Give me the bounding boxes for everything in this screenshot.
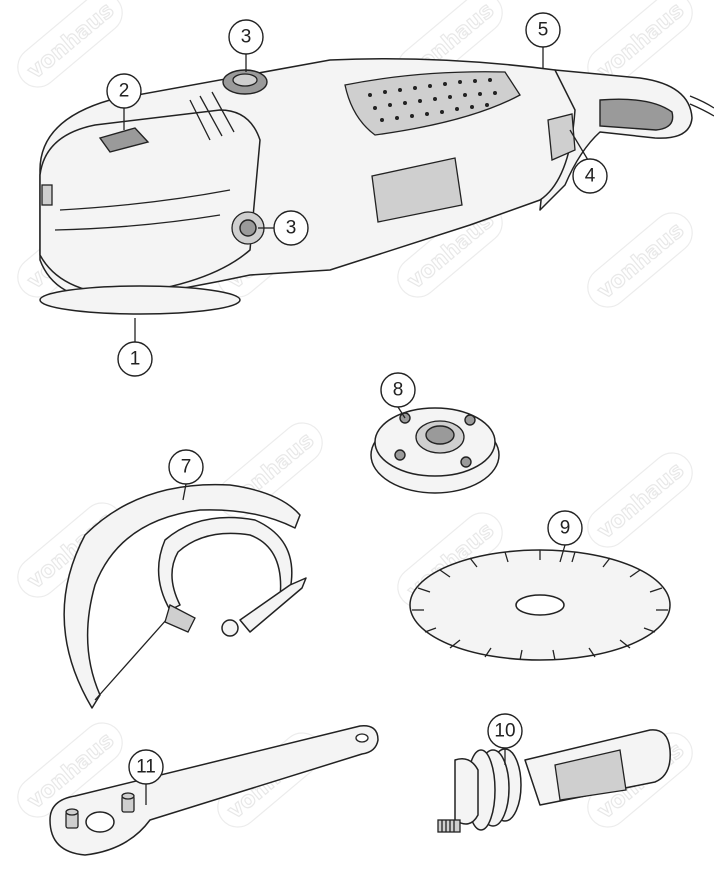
callout-2: 2 bbox=[106, 73, 142, 109]
leader-lines bbox=[123, 47, 589, 805]
pin-spanner-illustration bbox=[49, 725, 379, 856]
cutting-disc-illustration bbox=[409, 549, 671, 661]
callout-8-label: 8 bbox=[393, 380, 404, 401]
disc-segments bbox=[412, 550, 668, 661]
grip-texture-dots bbox=[368, 78, 497, 122]
callout-9-label: 9 bbox=[560, 518, 571, 539]
callout-8: 8 bbox=[380, 372, 416, 408]
callout-7: 7 bbox=[168, 449, 204, 485]
angle-grinder-illustration bbox=[39, 58, 714, 315]
callout-10: 10 bbox=[487, 713, 523, 749]
callout-3b: 3 bbox=[273, 210, 309, 246]
callout-2-label: 2 bbox=[119, 81, 130, 102]
callout-10-label: 10 bbox=[494, 721, 515, 742]
callout-4: 4 bbox=[572, 158, 608, 194]
callout-7-label: 7 bbox=[181, 457, 192, 478]
callout-1: 1 bbox=[117, 341, 153, 377]
auxiliary-handle-illustration bbox=[437, 729, 671, 833]
spindle-lock-button-shape bbox=[98, 127, 150, 153]
callout-3a-label: 3 bbox=[241, 27, 252, 48]
callout-9: 9 bbox=[547, 510, 583, 546]
callout-3a: 3 bbox=[228, 19, 264, 55]
flange-nut-illustration bbox=[370, 407, 500, 494]
wheel-guard-illustration bbox=[63, 483, 307, 709]
callout-4-label: 4 bbox=[585, 166, 596, 187]
callout-11-label: 11 bbox=[136, 757, 156, 778]
callout-11: 11 bbox=[128, 749, 164, 785]
callout-5: 5 bbox=[525, 12, 561, 48]
callout-5-label: 5 bbox=[538, 20, 549, 41]
callout-3b-label: 3 bbox=[286, 218, 297, 239]
callout-1-label: 1 bbox=[130, 349, 141, 370]
